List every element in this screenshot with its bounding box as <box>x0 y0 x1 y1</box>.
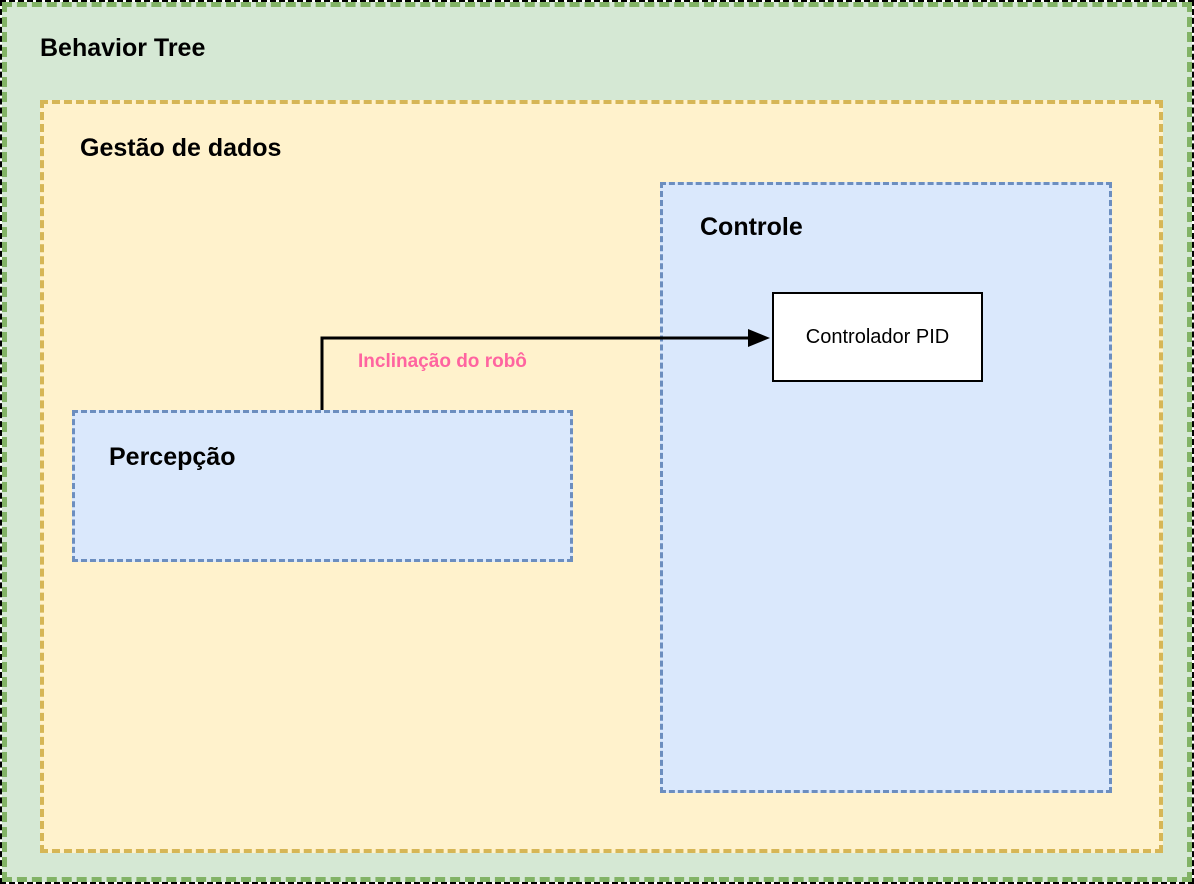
percepcao-title: Percepção <box>109 443 236 471</box>
controlador-pid-label: Controlador PID <box>805 325 950 348</box>
controle-title: Controle <box>700 213 803 241</box>
edge-label: Inclinação do robô <box>358 351 527 372</box>
percepcao-container: Percepção <box>72 410 573 562</box>
gestao-de-dados-title: Gestão de dados <box>80 134 282 162</box>
controle-container: Controle <box>660 182 1112 793</box>
controlador-pid-node: Controlador PID <box>772 292 983 382</box>
behavior-tree-title: Behavior Tree <box>40 34 206 62</box>
